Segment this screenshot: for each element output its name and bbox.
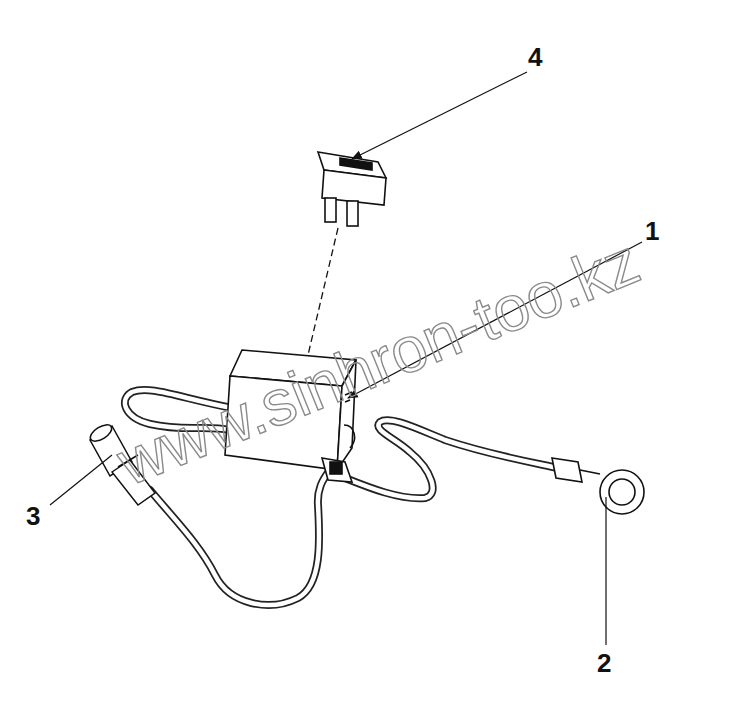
wire (345, 420, 558, 498)
watermark-text: www.sinhron-too.kz (109, 228, 647, 495)
wire (150, 470, 330, 605)
callout-number: 4 (528, 44, 542, 70)
wire (150, 470, 330, 605)
wire (345, 420, 558, 498)
ring-terminal (552, 458, 644, 514)
assembly-line (308, 228, 338, 355)
leader-line (352, 72, 527, 159)
callout-number: 3 (26, 503, 40, 529)
blade-fuse (318, 152, 386, 226)
callout-number: 2 (597, 650, 611, 676)
callout-number: 1 (645, 218, 659, 244)
leader-line (50, 455, 112, 505)
leader-line (605, 497, 606, 645)
